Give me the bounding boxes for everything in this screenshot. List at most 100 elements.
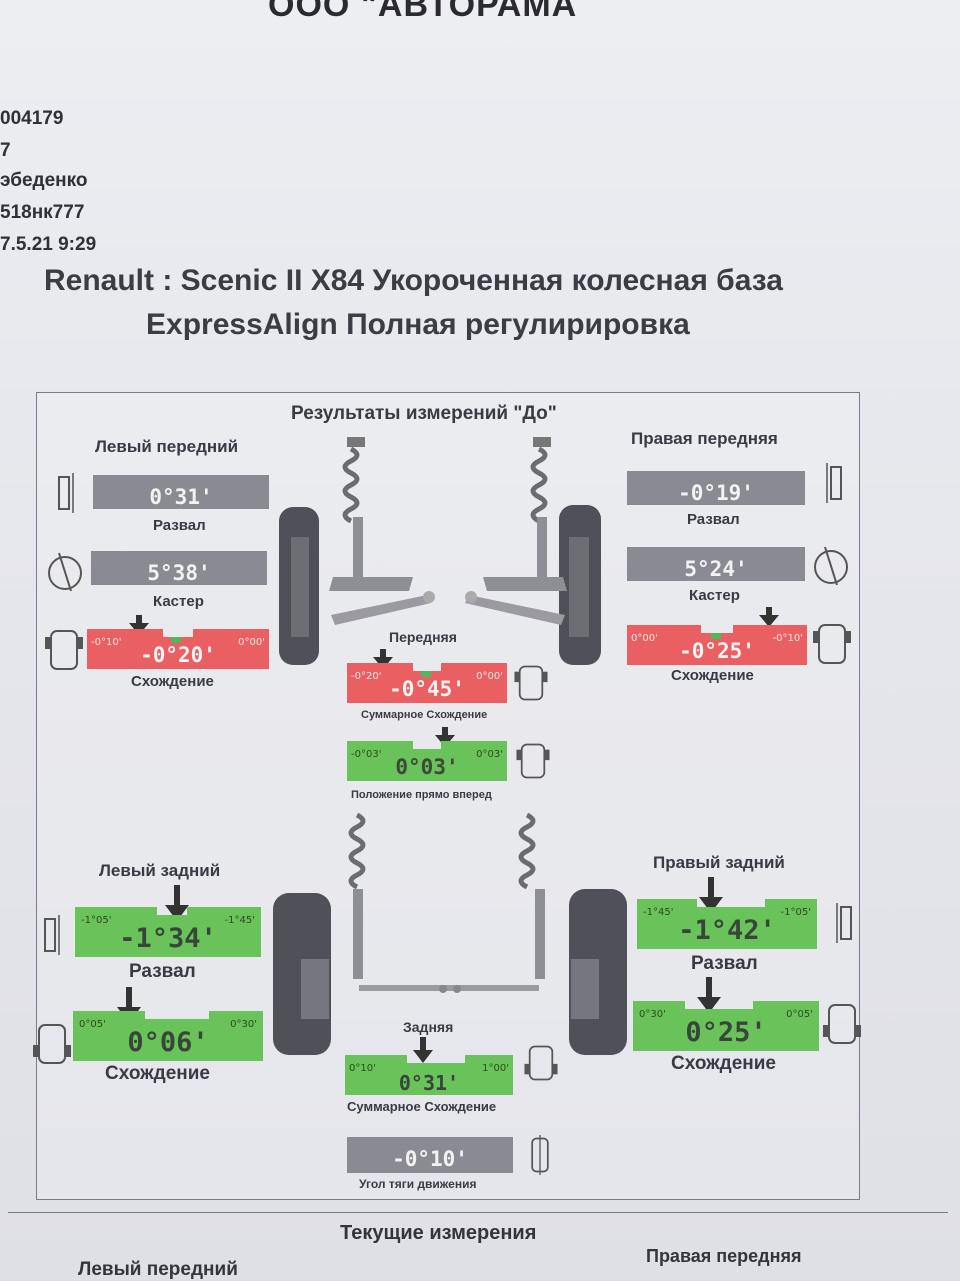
front-total-toe-gauge: -0°20' 0°00' -0°45' <box>347 663 507 703</box>
rear-left-toe-max: 0°30' <box>230 1019 257 1030</box>
front-left-camber-label: Развал <box>153 517 206 534</box>
rear-axle-label: Задняя <box>403 1019 454 1035</box>
rear-total-toe-min: 0°10' <box>349 1063 376 1074</box>
rear-left-toe-gauge: 0°05' 0°30' 0°06' <box>73 1011 263 1061</box>
arrow-down-icon <box>165 885 189 921</box>
license-plate: 518нк777 <box>0 202 85 223</box>
rear-left-camber-label: Развал <box>129 961 196 982</box>
front-right-toe-label: Схождение <box>671 667 754 684</box>
rear-right-camber-min: -1°45' <box>643 907 674 918</box>
arrow-down-icon <box>699 877 723 913</box>
procedure-title: ExpressAlign Полная регулирировка <box>146 308 690 341</box>
current-front-left-title: Левый передний <box>78 1259 238 1280</box>
front-left-camber-gauge: 0°31' <box>93 475 269 509</box>
straight-ahead-gauge: -0°03' 0°03' 0°03' <box>347 741 507 781</box>
rear-right-toe-max: 0°05' <box>786 1009 813 1020</box>
straight-ahead-min: -0°03' <box>351 749 382 760</box>
rear-right-toe-label: Схождение <box>671 1053 776 1074</box>
toe-car-icon <box>823 1004 861 1044</box>
rear-right-title: Правый задний <box>653 853 785 872</box>
front-left-toe-value: -0°20' <box>140 643 216 667</box>
front-right-camber-value: -0°19' <box>678 481 754 505</box>
toe-car-icon <box>524 1045 558 1081</box>
customer-name: эбеденко <box>0 170 88 191</box>
current-front-right-title: Правая передняя <box>646 1246 802 1266</box>
rear-total-toe-max: 1°00' <box>482 1063 509 1074</box>
section-divider <box>8 1212 948 1213</box>
rear-left-camber-min: -1°05' <box>81 915 112 926</box>
current-measurements-title: Текущие измерения <box>340 1222 537 1244</box>
rear-left-title: Левый задний <box>99 861 221 880</box>
rear-total-toe-label: Суммарное Схождение <box>347 1099 497 1114</box>
front-left-title: Левый передний <box>95 437 239 456</box>
straight-ahead-value: 0°03' <box>395 755 459 779</box>
rear-left-camber-max: -1°45' <box>224 915 255 926</box>
front-right-toe-gauge: 0°00' -0°10' -0°25' <box>627 625 807 665</box>
toe-car-icon <box>514 665 548 701</box>
front-left-toe-max: 0°00' <box>238 637 265 648</box>
front-left-camber-value: 0°31' <box>149 485 213 509</box>
rear-total-toe-gauge: 0°10' 1°00' 0°31' <box>345 1055 513 1095</box>
arrow-down-icon <box>697 977 721 1013</box>
camber-wheel-icon <box>826 463 842 503</box>
report-title: Результаты измерений "До" <box>291 403 557 424</box>
thrust-angle-value: -0°10' <box>392 1147 468 1171</box>
front-right-caster-gauge: 5°24' <box>627 547 805 581</box>
front-right-toe-value: -0°25' <box>679 639 755 663</box>
front-right-title: Правая передняя <box>631 429 778 448</box>
rear-right-camber-gauge: -1°45' -1°05' -1°42' <box>637 899 817 949</box>
rear-right-camber-label: Развал <box>691 953 758 974</box>
camber-wheel-icon <box>44 915 60 955</box>
front-total-toe-min: -0°20' <box>351 671 382 682</box>
thrust-angle-label: Угол тяги движения <box>359 1177 477 1191</box>
vehicle-title: Renault : Scenic II X84 Укороченная коле… <box>44 264 783 297</box>
front-total-toe-max: 0°00' <box>476 671 503 682</box>
front-right-toe-max: -0°10' <box>772 633 803 644</box>
camber-wheel-icon <box>58 473 74 513</box>
rear-right-toe-min: 0°30' <box>639 1009 666 1020</box>
company-name: ООО "АВТОРАМА <box>268 0 578 24</box>
steering-car-icon <box>516 743 550 779</box>
caster-wheel-icon <box>48 552 82 591</box>
caster-wheel-icon <box>814 546 848 585</box>
front-right-camber-label: Развал <box>687 511 740 528</box>
camber-wheel-icon <box>836 903 852 943</box>
measurement-report: Результаты измерений "До" <box>33 392 861 1200</box>
rear-right-camber-max: -1°05' <box>780 907 811 918</box>
thrust-angle-gauge: -0°10' <box>347 1137 513 1173</box>
front-left-toe-label: Схождение <box>131 673 214 690</box>
front-total-toe-value: -0°45' <box>389 677 465 701</box>
rear-left-camber-value: -1°34' <box>119 923 217 954</box>
front-left-toe-gauge: -0°10' 0°00' -0°20' <box>87 629 269 669</box>
front-left-toe-min: -0°10' <box>91 637 122 648</box>
arrow-down-icon <box>759 607 779 627</box>
straight-ahead-label: Положение прямо вперед <box>351 789 492 801</box>
rear-right-camber-value: -1°42' <box>678 915 776 946</box>
front-left-caster-gauge: 5°38' <box>91 551 267 585</box>
rear-left-toe-label: Схождение <box>105 1063 210 1084</box>
rear-left-toe-min: 0°05' <box>79 1019 106 1030</box>
meta-line: 7 <box>0 140 11 161</box>
rear-right-toe-value: 0°25' <box>685 1017 767 1048</box>
thrust-car-icon <box>531 1135 549 1175</box>
rear-right-toe-gauge: 0°30' 0°05' 0°25' <box>633 1001 819 1051</box>
arrow-down-icon <box>413 1037 433 1063</box>
order-number: 004179 <box>0 108 64 129</box>
front-axle-label: Передняя <box>389 629 457 645</box>
rear-total-toe-value: 0°31' <box>398 1071 460 1095</box>
rear-left-toe-value: 0°06' <box>127 1027 209 1058</box>
date-time: 7.5.21 9:29 <box>0 234 97 255</box>
rear-suspension-icon <box>273 812 627 1055</box>
toe-car-icon <box>813 624 851 664</box>
front-right-toe-min: 0°00' <box>631 633 658 644</box>
front-left-caster-label: Кастер <box>153 593 204 610</box>
toe-car-icon <box>33 1024 71 1064</box>
toe-car-icon <box>45 630 83 670</box>
front-right-caster-label: Кастер <box>689 587 740 604</box>
front-suspension-icon <box>279 437 601 665</box>
front-right-camber-gauge: -0°19' <box>627 471 805 505</box>
straight-ahead-max: 0°03' <box>476 749 503 760</box>
rear-left-camber-gauge: -1°05' -1°45' -1°34' <box>75 907 261 957</box>
front-right-caster-value: 5°24' <box>684 557 748 581</box>
